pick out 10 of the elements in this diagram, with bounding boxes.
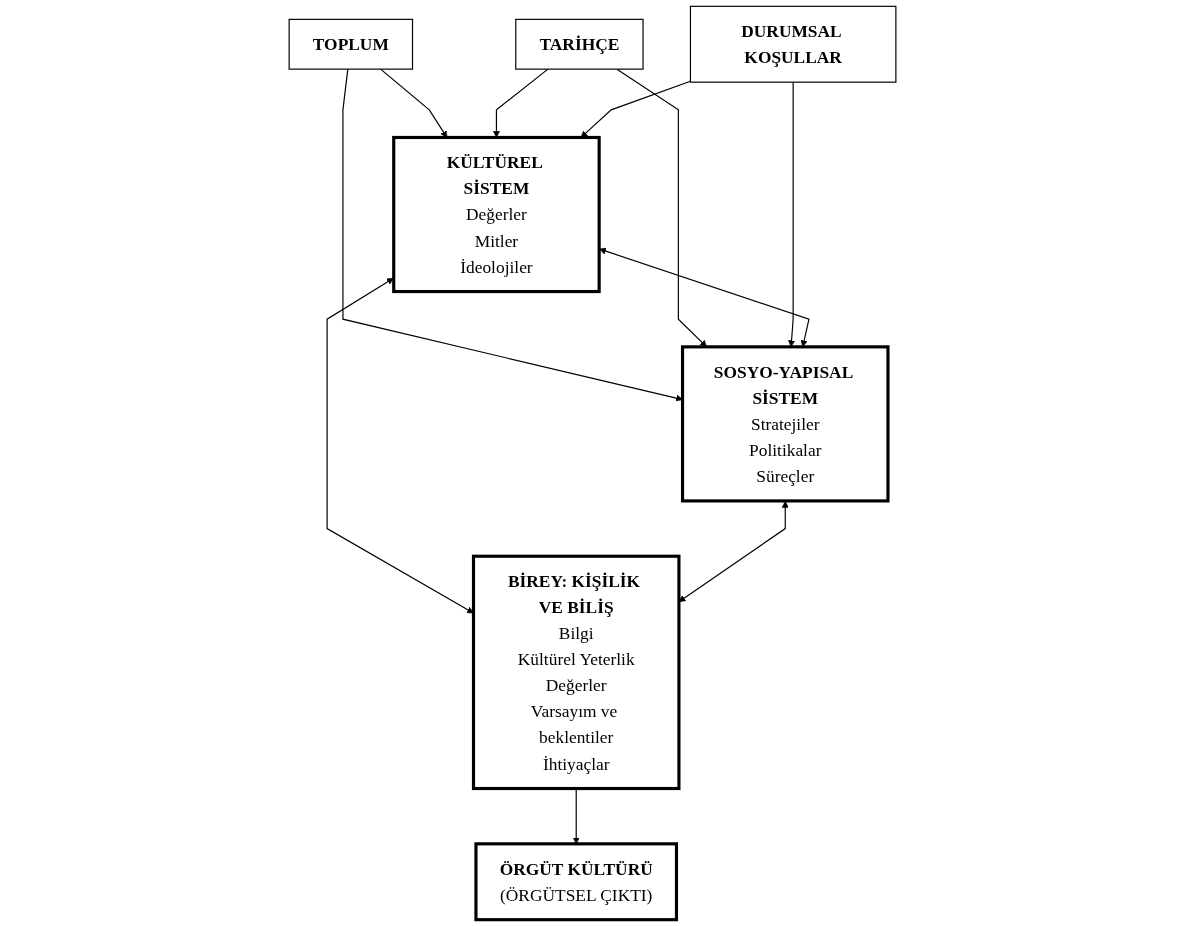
node-box: BİREY: KİŞİLİK VE BİLİŞ Bilgi Kültürel Yeterlik Değerler Varsayım ve beklentiler İhtiyaçlar [471, 554, 681, 791]
arrow [492, 68, 549, 138]
node-box: TARİHÇE [515, 18, 644, 70]
node-box: KÜLTÜREL SİSTEM Değerler Mitler İdeolojiler [392, 135, 601, 294]
node-box: ÖRGÜT KÜLTÜRÜ (ÖRGÜTSEL ÇIKTI) [474, 842, 679, 922]
node-box: TOPLUM [288, 18, 414, 70]
arrow [380, 68, 448, 138]
node-box: DURUMSAL KOŞULLAR [689, 5, 897, 83]
node-box: SOSYO-YAPISAL SİSTEM Stratejiler Politikalar Süreçler [680, 345, 890, 503]
arrow [580, 80, 692, 138]
